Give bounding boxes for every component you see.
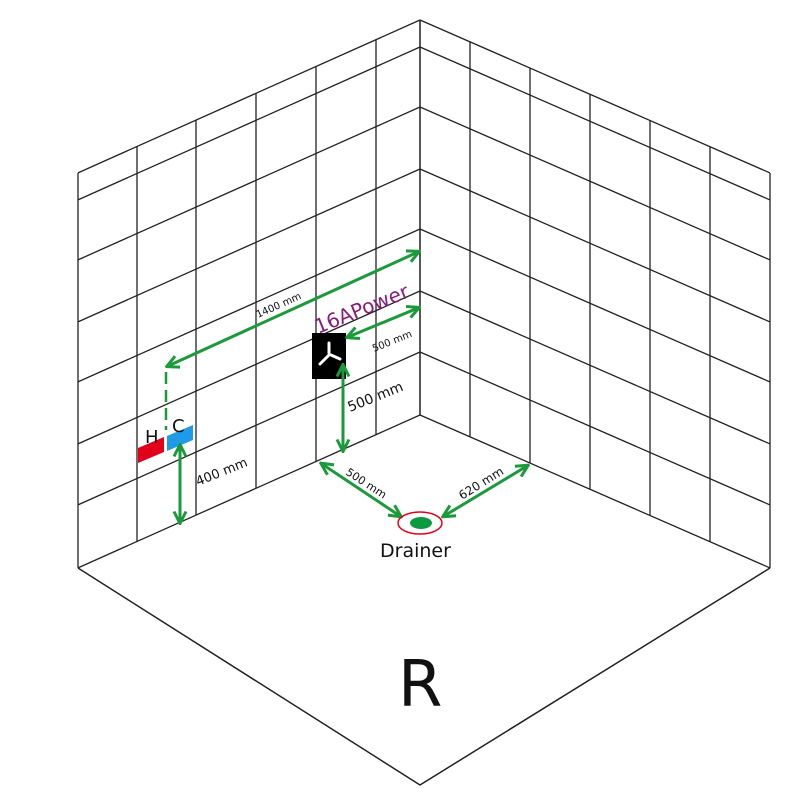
left-wall-horizontal-line	[77, 414, 421, 569]
right-wall-horizontal-line	[419, 351, 771, 506]
hot-label: H	[145, 427, 159, 448]
cold-label: C	[172, 416, 185, 437]
right-wall-horizontal-line	[419, 106, 771, 261]
tile-grid	[77, 19, 771, 569]
left-wall-horizontal-line	[77, 19, 421, 174]
dim-label-400: 400 mm	[194, 455, 250, 489]
dim-label-power-side: 500 mm	[371, 329, 414, 355]
dim-arrow-drain-right	[444, 466, 527, 516]
dim-arrow-drain-left	[322, 464, 400, 516]
right-wall-horizontal-line	[419, 19, 771, 174]
left-wall-horizontal-line	[77, 168, 421, 323]
layout-title: R	[398, 648, 442, 722]
right-wall-horizontal-line	[419, 46, 771, 201]
drainer-label: Drainer	[380, 540, 451, 562]
right-wall-horizontal-line	[419, 414, 771, 569]
left-wall-horizontal-line	[77, 351, 421, 506]
hot-water-marker	[138, 437, 164, 463]
dim-arrow-power-side	[348, 308, 418, 337]
floor-outline	[77, 567, 771, 786]
drain-ring	[397, 511, 443, 535]
right-wall-horizontal-line	[419, 290, 771, 445]
right-wall-horizontal-line	[419, 228, 771, 383]
dim-arrow-1400	[168, 252, 418, 366]
left-wall-horizontal-line	[77, 46, 421, 201]
left-wall-horizontal-line	[77, 106, 421, 261]
drain-icon	[410, 517, 432, 529]
right-wall-horizontal-line	[419, 168, 771, 323]
